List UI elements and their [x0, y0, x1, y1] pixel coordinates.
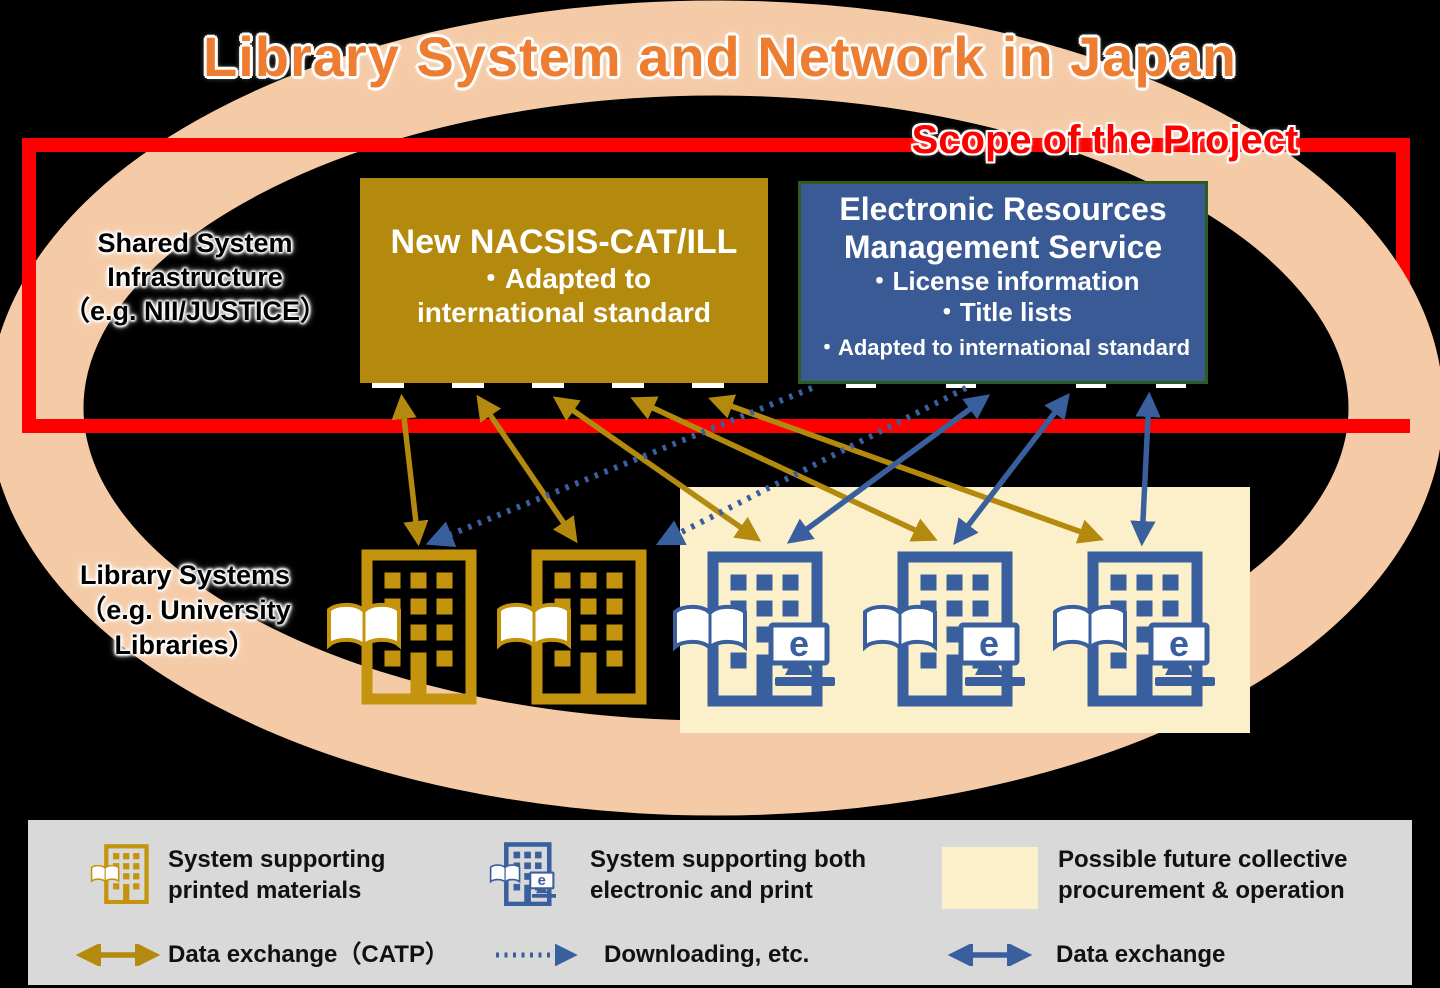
- nacsis-bullet: international standard: [416, 297, 712, 328]
- future-procurement-swatch: [942, 847, 1038, 909]
- connector-ticks: [372, 380, 1186, 388]
- e-resource-label: e: [789, 623, 809, 664]
- blue-dotted-arrow-icon: [496, 944, 578, 966]
- legend-line: procurement & operation: [1058, 877, 1345, 904]
- e-resource-label: e: [538, 873, 546, 889]
- blue-double-arrow-icon: [953, 392, 1070, 546]
- legend-line: Possible future collective: [1058, 846, 1348, 873]
- nacsis-title: New NACSIS-CAT/ILL: [390, 223, 738, 261]
- erms-bullet: ・Title lists: [933, 297, 1073, 327]
- blue-double-arrow-icon: [786, 394, 991, 544]
- erms-note: ・Adapted to international standard: [815, 335, 1191, 360]
- label-line: Shared System: [97, 228, 293, 258]
- gold-double-arrow-icon: [75, 944, 161, 966]
- nacsis-cat-ill-box: New NACSIS-CAT/ILL ・Adapted to internati…: [360, 178, 768, 383]
- legend-line: System supporting: [168, 846, 386, 873]
- gold-double-arrow-icon: [391, 393, 429, 547]
- hybrid-library-building-icon: e: [488, 842, 556, 906]
- erms-title: Electronic Resources: [839, 191, 1167, 227]
- legend: System supporting printed materials e Sy…: [28, 820, 1412, 985]
- e-resource-label: e: [979, 623, 999, 664]
- legend-line: printed materials: [168, 877, 362, 904]
- legend-line: System supporting both: [590, 846, 866, 873]
- legend-download-label: Downloading, etc.: [604, 941, 810, 968]
- erms-title: Management Service: [843, 229, 1163, 265]
- print-library-building-icon: [499, 555, 641, 699]
- nacsis-bullet: ・Adapted to: [476, 263, 652, 294]
- scope-of-project-label: Scope of the Project: [911, 118, 1299, 162]
- label-line: （e.g. University: [79, 595, 291, 625]
- legend-catp-label: Data exchange（CATP）: [168, 941, 449, 968]
- erms-bullet: ・License information: [866, 266, 1140, 296]
- blue-double-arrow-icon: [1130, 391, 1161, 547]
- label-line: （e.g. NII/JUSTICE）: [62, 296, 328, 326]
- legend-future-label: Possible future collective procurement &…: [1058, 844, 1347, 906]
- shared-system-infrastructure-label: Shared System Infrastructure （e.g. NII/J…: [52, 226, 338, 328]
- blue-double-arrow-icon: [947, 944, 1033, 966]
- legend-line: electronic and print: [590, 877, 813, 904]
- erms-box: Electronic Resources Management Service …: [798, 181, 1208, 384]
- label-line: Infrastructure: [107, 262, 283, 292]
- legend-print-label: System supporting printed materials: [168, 844, 385, 906]
- page-title: Library System and Network in Japan: [203, 25, 1237, 88]
- erms-data-exchange-arrows: [786, 391, 1161, 547]
- legend-hybrid-label: System supporting both electronic and pr…: [590, 844, 866, 906]
- label-line: Library Systems: [79, 560, 291, 590]
- label-line: Libraries）: [114, 630, 256, 660]
- legend-exchange-label: Data exchange: [1056, 941, 1226, 968]
- e-resource-label: e: [1169, 623, 1189, 664]
- print-library-building-icon: [90, 844, 152, 904]
- library-systems-label: Library Systems （e.g. University Librari…: [40, 558, 330, 663]
